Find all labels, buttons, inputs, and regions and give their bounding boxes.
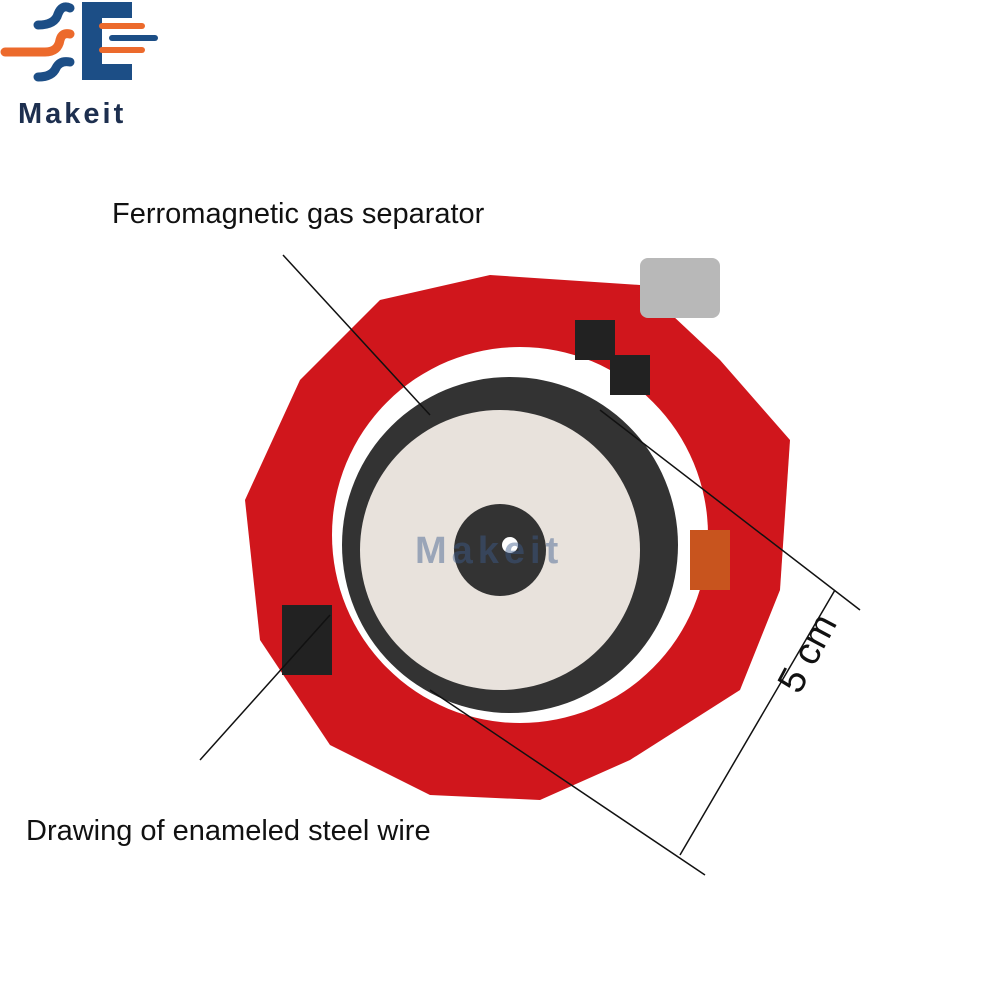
dimension-extension-top (599, 409, 861, 611)
dimension-line (679, 589, 836, 856)
callout-line-top (282, 254, 431, 416)
coil (342, 377, 678, 713)
callout-line-bottom (199, 614, 331, 761)
logo-icon (0, 2, 158, 82)
label-enameled-wire: Drawing of enameled steel wire (26, 815, 431, 847)
label-ferromagnetic-separator: Ferromagnetic gas separator (112, 198, 485, 230)
logo-text: Makeit (18, 98, 127, 130)
watermark: Makeit (415, 530, 564, 572)
dimension-extension-bottom (429, 689, 706, 876)
